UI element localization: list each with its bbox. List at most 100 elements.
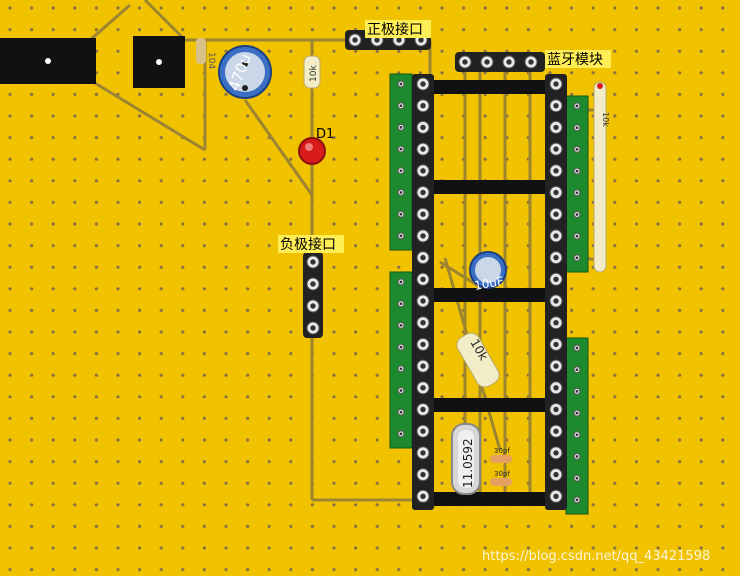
board-hole: [418, 524, 422, 529]
red-led-icon: [298, 137, 326, 165]
board-hole: [634, 265, 639, 269]
pin-hole: [420, 276, 426, 282]
board-hole: [246, 524, 250, 529]
board-hole: [591, 28, 595, 32]
board-hole: [116, 395, 120, 399]
board-hole: [678, 6, 682, 10]
board-hole: [656, 416, 660, 420]
board-hole: [656, 330, 660, 334]
board-hole: [548, 71, 552, 75]
board-hole: [505, 568, 509, 572]
board-hole: [613, 222, 617, 226]
neg-port-header: [303, 252, 323, 338]
board-hole: [570, 330, 574, 334]
pin-hole: [575, 213, 579, 216]
pin-hole: [420, 124, 426, 131]
board-hole: [159, 114, 163, 118]
board-hole: [8, 460, 12, 464]
board-hole: [8, 352, 12, 356]
board-hole: [613, 352, 617, 356]
board-hole: [721, 568, 725, 572]
board-hole: [267, 330, 271, 334]
board-hole: [354, 308, 358, 312]
board-hole: [181, 330, 185, 334]
board-hole: [462, 28, 466, 32]
board-hole: [354, 136, 358, 140]
pin-hole: [575, 498, 579, 502]
board-hole: [634, 179, 639, 183]
board-hole: [138, 179, 142, 183]
board-hole: [397, 265, 401, 269]
board-hole: [246, 136, 250, 140]
board-hole: [656, 92, 660, 96]
board-hole: [375, 222, 379, 226]
crystal-label: 11.0592: [461, 438, 475, 488]
board-hole: [634, 438, 639, 442]
board-hole: [94, 373, 98, 377]
board-hole: [94, 460, 98, 464]
board-hole: [332, 352, 336, 356]
board-hole: [94, 28, 98, 32]
board-hole: [224, 503, 228, 507]
board-hole: [613, 395, 617, 399]
board-hole: [94, 287, 98, 291]
board-hole: [354, 438, 358, 442]
board-hole: [721, 114, 725, 118]
board-hole: [634, 568, 639, 572]
board-hole: [721, 330, 725, 334]
board-hole: [289, 503, 293, 507]
board-hole: [721, 352, 725, 356]
board-hole: [656, 222, 660, 226]
board-hole: [94, 503, 98, 507]
pin-hole: [399, 324, 403, 327]
board-hole: [246, 568, 250, 572]
board-hole: [267, 438, 271, 442]
board-hole: [483, 136, 487, 140]
board-hole: [634, 308, 639, 312]
board-hole: [483, 416, 487, 420]
board-hole: [656, 244, 660, 248]
board-hole: [332, 114, 336, 118]
board-hole: [73, 200, 77, 204]
board-hole: [634, 503, 639, 507]
board-hole: [73, 568, 77, 572]
board-hole: [289, 416, 293, 420]
board-hole: [440, 416, 444, 420]
board-hole: [699, 568, 703, 572]
board-hole: [30, 136, 34, 140]
board-hole: [526, 546, 531, 550]
board-hole: [159, 179, 163, 183]
pin-hole: [553, 254, 559, 261]
pin-hole: [575, 104, 579, 108]
board-hole: [548, 524, 552, 529]
pin-hole: [420, 428, 426, 434]
board-hole: [116, 568, 120, 572]
board-hole: [116, 373, 120, 377]
board-hole: [202, 157, 206, 161]
board-hole: [332, 49, 336, 53]
board-hole: [332, 28, 336, 32]
board-hole: [224, 200, 228, 204]
board-hole: [699, 330, 703, 334]
board-hole: [94, 244, 98, 248]
board-hole: [267, 395, 271, 399]
board-hole: [634, 92, 639, 96]
board-hole: [30, 179, 34, 183]
board-hole: [181, 460, 185, 464]
board-hole: [8, 481, 12, 485]
board-hole: [548, 6, 552, 10]
board-hole: [483, 460, 487, 464]
board-hole: [397, 546, 401, 550]
board-hole: [30, 352, 34, 356]
board-hole: [246, 287, 250, 291]
board-hole: [310, 503, 314, 507]
board-hole: [202, 222, 206, 226]
board-hole: [440, 460, 444, 464]
board-hole: [570, 568, 574, 572]
board-hole: [678, 157, 682, 161]
board-hole: [73, 92, 77, 96]
board-hole: [159, 157, 163, 161]
board-hole: [51, 6, 55, 10]
board-hole: [94, 6, 98, 10]
board-hole: [8, 308, 12, 312]
